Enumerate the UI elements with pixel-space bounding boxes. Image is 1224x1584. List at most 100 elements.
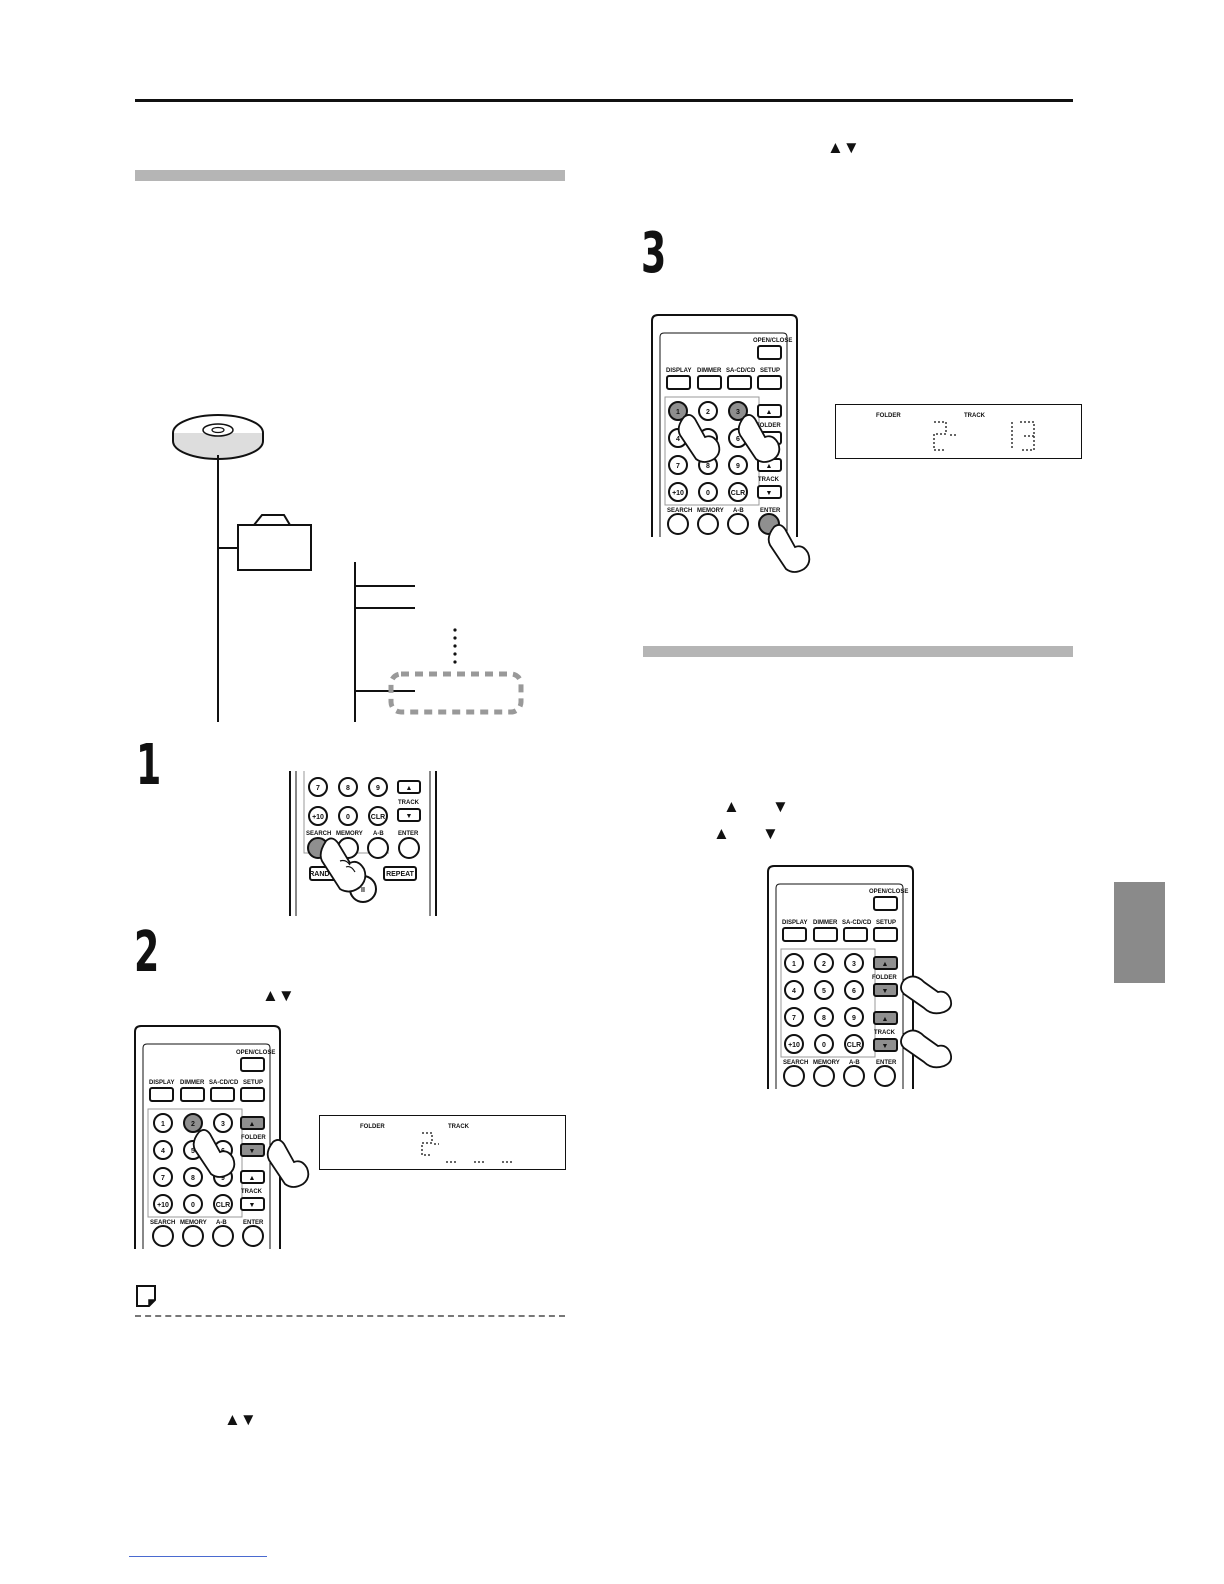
svg-text:ENTER: ENTER bbox=[243, 1220, 264, 1226]
display-folder-label: FOLDER bbox=[360, 1124, 385, 1130]
svg-text:0: 0 bbox=[822, 1042, 826, 1049]
enter-label: ENTER bbox=[398, 831, 419, 837]
setup-label: SETUP bbox=[243, 1080, 263, 1086]
pressing-finger-icon bbox=[677, 414, 811, 573]
svg-text:▲: ▲ bbox=[882, 961, 889, 968]
svg-text:OPEN/CLOSE: OPEN/CLOSE bbox=[753, 338, 792, 344]
svg-text:TRACK: TRACK bbox=[874, 1030, 896, 1036]
svg-text:8: 8 bbox=[822, 1015, 826, 1022]
svg-text:DIMMER: DIMMER bbox=[813, 920, 838, 926]
search-label: SEARCH bbox=[306, 831, 331, 837]
folder-label: FOLDER bbox=[241, 1135, 266, 1141]
display-readout-dots bbox=[933, 421, 1035, 451]
play-pause-glyph: II bbox=[361, 887, 365, 894]
track-down-button[interactable]: ▼ bbox=[406, 813, 413, 820]
svg-text:DIMMER: DIMMER bbox=[697, 368, 722, 374]
track-label: TRACK bbox=[398, 800, 420, 806]
svg-text:TRACK: TRACK bbox=[758, 477, 780, 483]
svg-text:SEARCH: SEARCH bbox=[150, 1220, 175, 1226]
btn-clr[interactable]: CLR bbox=[371, 814, 385, 821]
svg-text:MEMORY: MEMORY bbox=[697, 508, 724, 514]
svg-text:SETUP: SETUP bbox=[760, 368, 780, 374]
svg-text:CLR: CLR bbox=[216, 1202, 230, 1209]
track-up-button[interactable]: ▲ bbox=[406, 785, 413, 792]
ab-button[interactable] bbox=[367, 837, 389, 859]
section-bar-left bbox=[135, 170, 565, 181]
svg-text:2: 2 bbox=[706, 409, 710, 416]
display-readout-dots bbox=[421, 1132, 512, 1163]
remote-step2: OPEN/CLOSE DISPLAY DIMMER SA-CD/CD SETUP… bbox=[134, 1025, 310, 1249]
svg-text:ENTER: ENTER bbox=[876, 1060, 897, 1066]
svg-text:FOLDER: FOLDER bbox=[872, 975, 897, 981]
svg-text:2: 2 bbox=[191, 1121, 195, 1128]
note-up-down-arrows: ▲▼ bbox=[224, 1410, 257, 1429]
svg-text:A-B: A-B bbox=[849, 1060, 860, 1066]
open-close-button[interactable] bbox=[240, 1057, 265, 1072]
svg-text:DISPLAY: DISPLAY bbox=[782, 920, 807, 926]
folder-down-arrow: ▼ bbox=[772, 797, 789, 816]
random-button[interactable]: RANDOM bbox=[309, 871, 341, 878]
open-close-label: OPEN/CLOSE bbox=[236, 1050, 275, 1056]
track-up-arrow: ▲ bbox=[713, 824, 730, 843]
display-panel-step3: FOLDER TRACK bbox=[835, 404, 1082, 459]
btn-0[interactable]: 0 bbox=[346, 814, 350, 821]
step-number-1: 1 bbox=[136, 733, 162, 798]
svg-text:0: 0 bbox=[706, 490, 710, 497]
footer-link-underline[interactable] bbox=[129, 1556, 267, 1557]
folder-down-button[interactable]: ▼ bbox=[249, 1148, 256, 1155]
svg-text:9: 9 bbox=[852, 1015, 856, 1022]
svg-text:SA-CD/CD: SA-CD/CD bbox=[726, 368, 756, 374]
display-track-label: TRACK bbox=[964, 413, 986, 419]
selected-track-highlight bbox=[388, 671, 524, 715]
btn-8[interactable]: 8 bbox=[346, 785, 350, 792]
svg-text:4: 4 bbox=[676, 436, 680, 443]
svg-text:MEMORY: MEMORY bbox=[813, 1060, 840, 1066]
btn-9[interactable]: 9 bbox=[376, 785, 380, 792]
svg-text:▼: ▼ bbox=[882, 1043, 889, 1050]
btn-7[interactable]: 7 bbox=[316, 785, 320, 792]
note-icon bbox=[136, 1285, 156, 1307]
svg-text:4: 4 bbox=[792, 988, 796, 995]
svg-text:SEARCH: SEARCH bbox=[783, 1060, 808, 1066]
step-number-3: 3 bbox=[641, 221, 667, 286]
svg-text:+10: +10 bbox=[157, 1202, 169, 1209]
folder-up-down-arrows: ▲▼ bbox=[827, 138, 860, 157]
step2-up-down-arrows: ▲▼ bbox=[262, 986, 295, 1005]
svg-text:MEMORY: MEMORY bbox=[180, 1220, 207, 1226]
svg-text:1: 1 bbox=[792, 961, 796, 968]
svg-text:CLR: CLR bbox=[731, 490, 745, 497]
pressing-finger-icon bbox=[900, 975, 953, 1069]
repeat-button[interactable]: REPEAT bbox=[386, 871, 415, 878]
folder-up-button[interactable]: ▲ bbox=[249, 1121, 256, 1128]
svg-text:SA-CD/CD: SA-CD/CD bbox=[842, 920, 872, 926]
svg-text:9: 9 bbox=[736, 463, 740, 470]
enter-button[interactable] bbox=[398, 837, 420, 859]
svg-text:1: 1 bbox=[161, 1121, 165, 1128]
disc-icon bbox=[172, 414, 264, 460]
note-divider bbox=[135, 1315, 565, 1317]
pressing-finger-icon bbox=[192, 1129, 310, 1188]
svg-text:0: 0 bbox=[191, 1202, 195, 1209]
svg-text:▲: ▲ bbox=[249, 1175, 256, 1182]
svg-text:CLR: CLR bbox=[847, 1042, 861, 1049]
svg-text:9: 9 bbox=[221, 1175, 225, 1182]
svg-text:6: 6 bbox=[852, 988, 856, 995]
display-label: DISPLAY bbox=[149, 1080, 174, 1086]
section-bar-right bbox=[643, 646, 1073, 657]
svg-text:FOLDER: FOLDER bbox=[756, 423, 781, 429]
svg-text:8: 8 bbox=[706, 463, 710, 470]
folder-icon bbox=[237, 514, 312, 571]
svg-text:DISPLAY: DISPLAY bbox=[666, 368, 691, 374]
display-track-label: TRACK bbox=[448, 1124, 470, 1130]
btn-plus10[interactable]: +10 bbox=[312, 814, 324, 821]
svg-text:3: 3 bbox=[221, 1121, 225, 1128]
memory-label: MEMORY bbox=[336, 831, 363, 837]
svg-text:5: 5 bbox=[822, 988, 826, 995]
display-folder-label: FOLDER bbox=[876, 413, 901, 419]
svg-text:3: 3 bbox=[852, 961, 856, 968]
chapter-tab bbox=[1114, 882, 1165, 983]
svg-text:▼: ▼ bbox=[882, 988, 889, 995]
svg-text:7: 7 bbox=[792, 1015, 796, 1022]
svg-text:SEARCH: SEARCH bbox=[667, 508, 692, 514]
svg-text:▲: ▲ bbox=[766, 463, 773, 470]
